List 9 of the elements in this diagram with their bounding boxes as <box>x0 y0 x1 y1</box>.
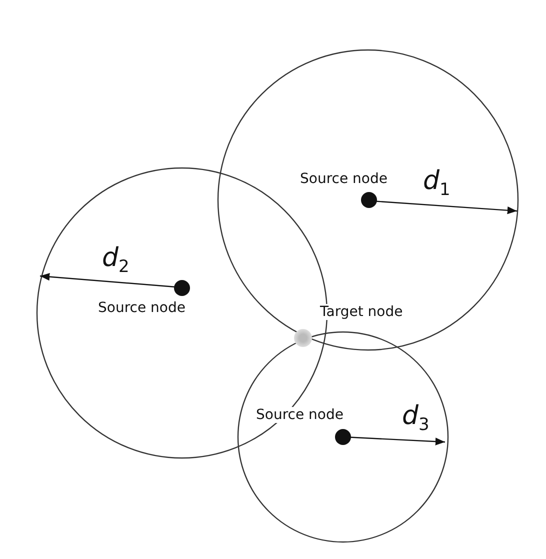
source-node-dot <box>174 280 190 296</box>
distance-label: d$_{2}$ <box>102 245 130 276</box>
target-node-marker <box>294 329 312 347</box>
node-label: Target node <box>318 304 405 320</box>
distance-label: d$_{3}$ <box>402 403 430 434</box>
source-node-dot <box>335 429 351 445</box>
node-label: Source node <box>254 407 346 423</box>
source-node-dot <box>361 192 377 208</box>
distance-label: d$_{1}$ <box>423 168 450 200</box>
